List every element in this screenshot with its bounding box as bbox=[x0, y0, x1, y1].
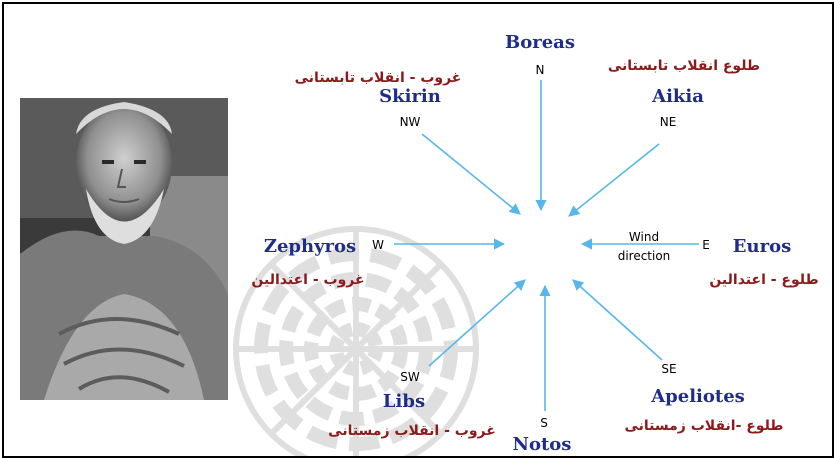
persian-e: طلوع - اعتدالین bbox=[709, 272, 818, 288]
wind-name-e: Euros bbox=[733, 236, 791, 257]
persian-w: غروب - اعتدالین bbox=[251, 272, 364, 288]
rosette-watermark bbox=[236, 229, 476, 456]
arrow-nw bbox=[422, 134, 520, 214]
arrow-se bbox=[573, 280, 662, 360]
code-w: W bbox=[372, 238, 384, 252]
wind-name-n: Boreas bbox=[505, 32, 575, 53]
wind-direction-label-line2: direction bbox=[618, 249, 671, 263]
wind-name-s: Notos bbox=[513, 434, 572, 455]
code-nw: NW bbox=[400, 115, 421, 129]
code-n: N bbox=[536, 63, 545, 77]
aristotle-bust-portrait bbox=[20, 98, 228, 400]
wind-arrows bbox=[394, 80, 699, 411]
persian-nw: غروب - انقلاب تابستانی bbox=[295, 70, 462, 86]
wind-direction-label-line1: Wind bbox=[629, 230, 659, 244]
code-ne: NE bbox=[660, 115, 677, 129]
code-e: E bbox=[702, 238, 710, 252]
wind-name-se: Apeliotes bbox=[650, 386, 745, 407]
wind-rose-diagram: N NE E SE S SW W NW Wind direction Borea… bbox=[4, 4, 832, 456]
wind-name-sw: Libs bbox=[383, 391, 425, 412]
persian-se: طلوع -انقلاب زمستانی bbox=[625, 418, 784, 434]
wind-name-w: Zephyros bbox=[264, 236, 356, 257]
code-s: S bbox=[540, 416, 548, 430]
wind-name-nw: Skirin bbox=[379, 86, 441, 107]
persian-ne: طلوع انقلاب تابستانی bbox=[608, 58, 760, 74]
code-se: SE bbox=[661, 362, 676, 376]
code-sw: SW bbox=[400, 370, 420, 384]
persian-sw: غروب - انقلاب زمستانی bbox=[328, 423, 496, 439]
arrow-ne bbox=[569, 144, 659, 216]
wind-name-ne: Aikia bbox=[651, 86, 704, 107]
